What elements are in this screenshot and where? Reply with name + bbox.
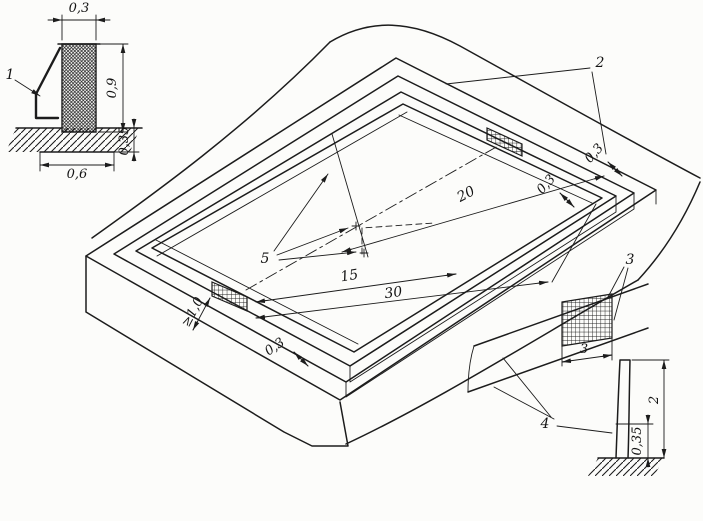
curb-board-section: [61, 43, 97, 133]
callout-1-label: 1: [6, 67, 15, 83]
bank-edge-bottom: [467, 327, 649, 393]
ground-hatch-post: [588, 458, 664, 476]
ground-hatch: [6, 128, 140, 152]
goal-net: [561, 293, 613, 347]
goal-far: [486, 127, 523, 157]
dim-post-base-label: 0,35: [630, 427, 645, 456]
callout-5-label: 5: [261, 251, 270, 267]
goals: [211, 127, 523, 312]
crest-face-near: [345, 192, 635, 398]
dim-base-depth-label: 0,35: [117, 127, 132, 156]
callout-3-label: 3: [626, 252, 635, 268]
field-isometric-view: [85, 57, 657, 401]
dim-base-width-label: 0,6: [67, 167, 88, 182]
flashing-profile: [34, 46, 62, 120]
goal-post: [615, 359, 631, 459]
dim-field-30-label: 30: [384, 284, 404, 302]
dim-field-20-label: 20: [454, 183, 478, 206]
center-mark-b: [359, 248, 369, 258]
bank-edge-top: [473, 283, 649, 347]
curb-section-detail: 0,3 0,9 0,35 0,6 1: [6, 1, 143, 182]
center-mark-a: [351, 221, 361, 231]
board-line-far-left: [156, 111, 408, 257]
dim-board-height-label: 0,9: [105, 78, 120, 99]
callout-2-label: 2: [595, 55, 605, 71]
goal-near: [211, 281, 248, 312]
dim-post-height-label: 2: [647, 396, 662, 405]
goal-line-near: [155, 239, 359, 345]
goal-detail: 3 3 2 0,35 4: [467, 252, 670, 476]
bank-crest: [113, 75, 635, 383]
main-dimensions: 20 15 30 0,3 ≥1,0 0,3 0,3: [179, 141, 623, 367]
dim-field-15-label: 15: [339, 267, 359, 286]
dim-board-top-label: 0,3: [69, 1, 90, 16]
dim-goal-width-label: 3: [580, 342, 588, 357]
board-line-far-right: [398, 114, 593, 204]
field-floor: [151, 103, 603, 353]
terrain-contours: [85, 24, 701, 447]
curb-face-near: [349, 195, 617, 383]
construction-line: [331, 133, 369, 258]
center-axis-line: [245, 145, 499, 291]
main-callouts: 2 5: [261, 55, 607, 267]
center-markings: [245, 133, 499, 291]
callout-4-label: 4: [540, 416, 550, 432]
